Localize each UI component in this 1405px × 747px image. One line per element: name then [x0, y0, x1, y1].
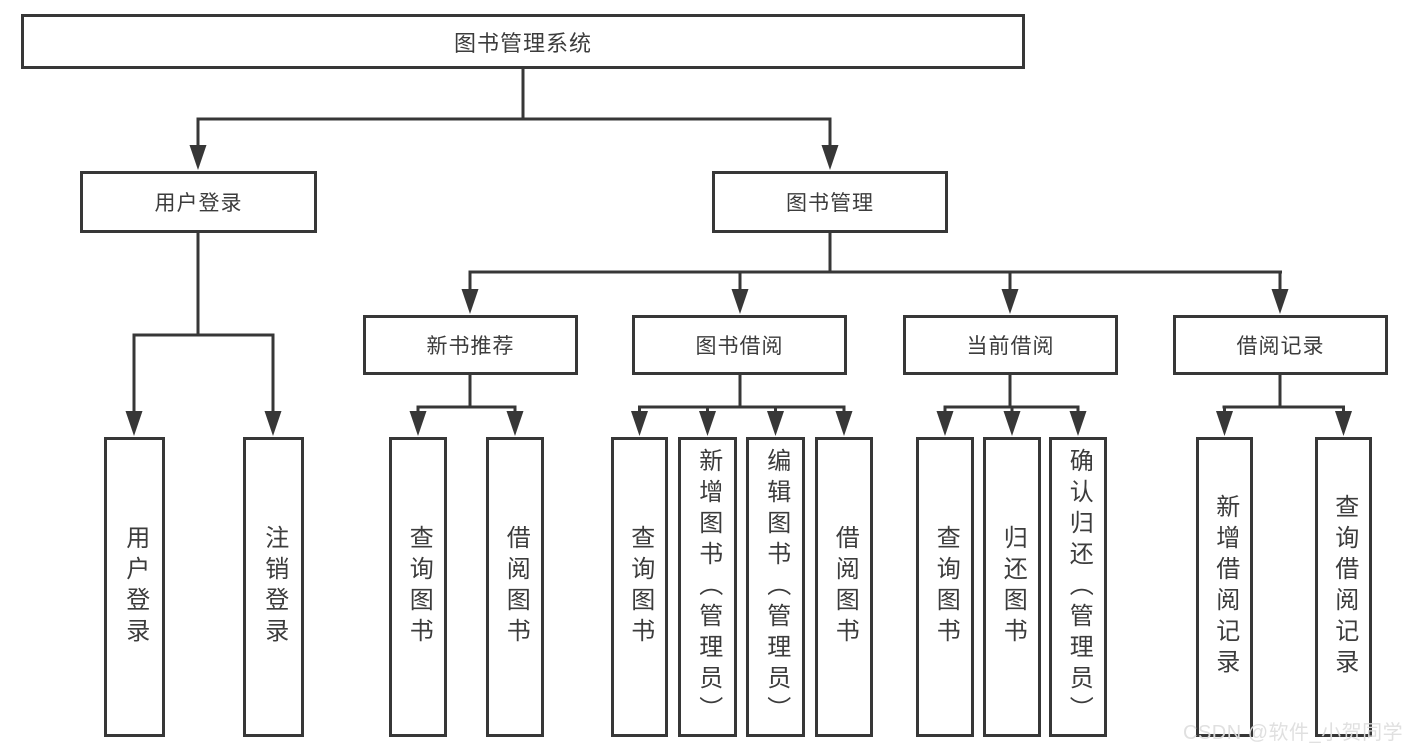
- watermark: CSDN @软件_小贺同学: [1183, 722, 1404, 744]
- node-borrow-records: 借阅记录: [1173, 315, 1388, 375]
- node-new-book-recommend: 新书推荐: [363, 315, 578, 375]
- leaf-confirm-return-admin: 确认归还（管理员）: [1049, 437, 1107, 737]
- leaf-edit-book-admin: 编辑图书（管理员）: [746, 437, 805, 737]
- node-book-borrow: 图书借阅: [632, 315, 847, 375]
- node-library-management-system: 图书管理系统: [21, 14, 1025, 69]
- leaf-query-books-recommend: 查询图书: [389, 437, 447, 737]
- leaf-query-borrow-record: 查询借阅记录: [1315, 437, 1372, 737]
- leaf-borrow-books-recommend: 借阅图书: [486, 437, 544, 737]
- node-user-login: 用户登录: [80, 171, 317, 233]
- leaf-add-book-admin: 新增图书（管理员）: [678, 437, 737, 737]
- leaf-add-borrow-record: 新增借阅记录: [1196, 437, 1253, 737]
- leaf-return-books: 归还图书: [983, 437, 1041, 737]
- leaf-query-books-current: 查询图书: [916, 437, 974, 737]
- node-book-management: 图书管理: [712, 171, 948, 233]
- leaf-logout: 注销登录: [243, 437, 304, 737]
- node-current-borrow: 当前借阅: [903, 315, 1118, 375]
- leaf-user-login: 用户登录: [104, 437, 165, 737]
- leaf-query-books-borrow: 查询图书: [611, 437, 668, 737]
- leaf-borrow-books: 借阅图书: [815, 437, 873, 737]
